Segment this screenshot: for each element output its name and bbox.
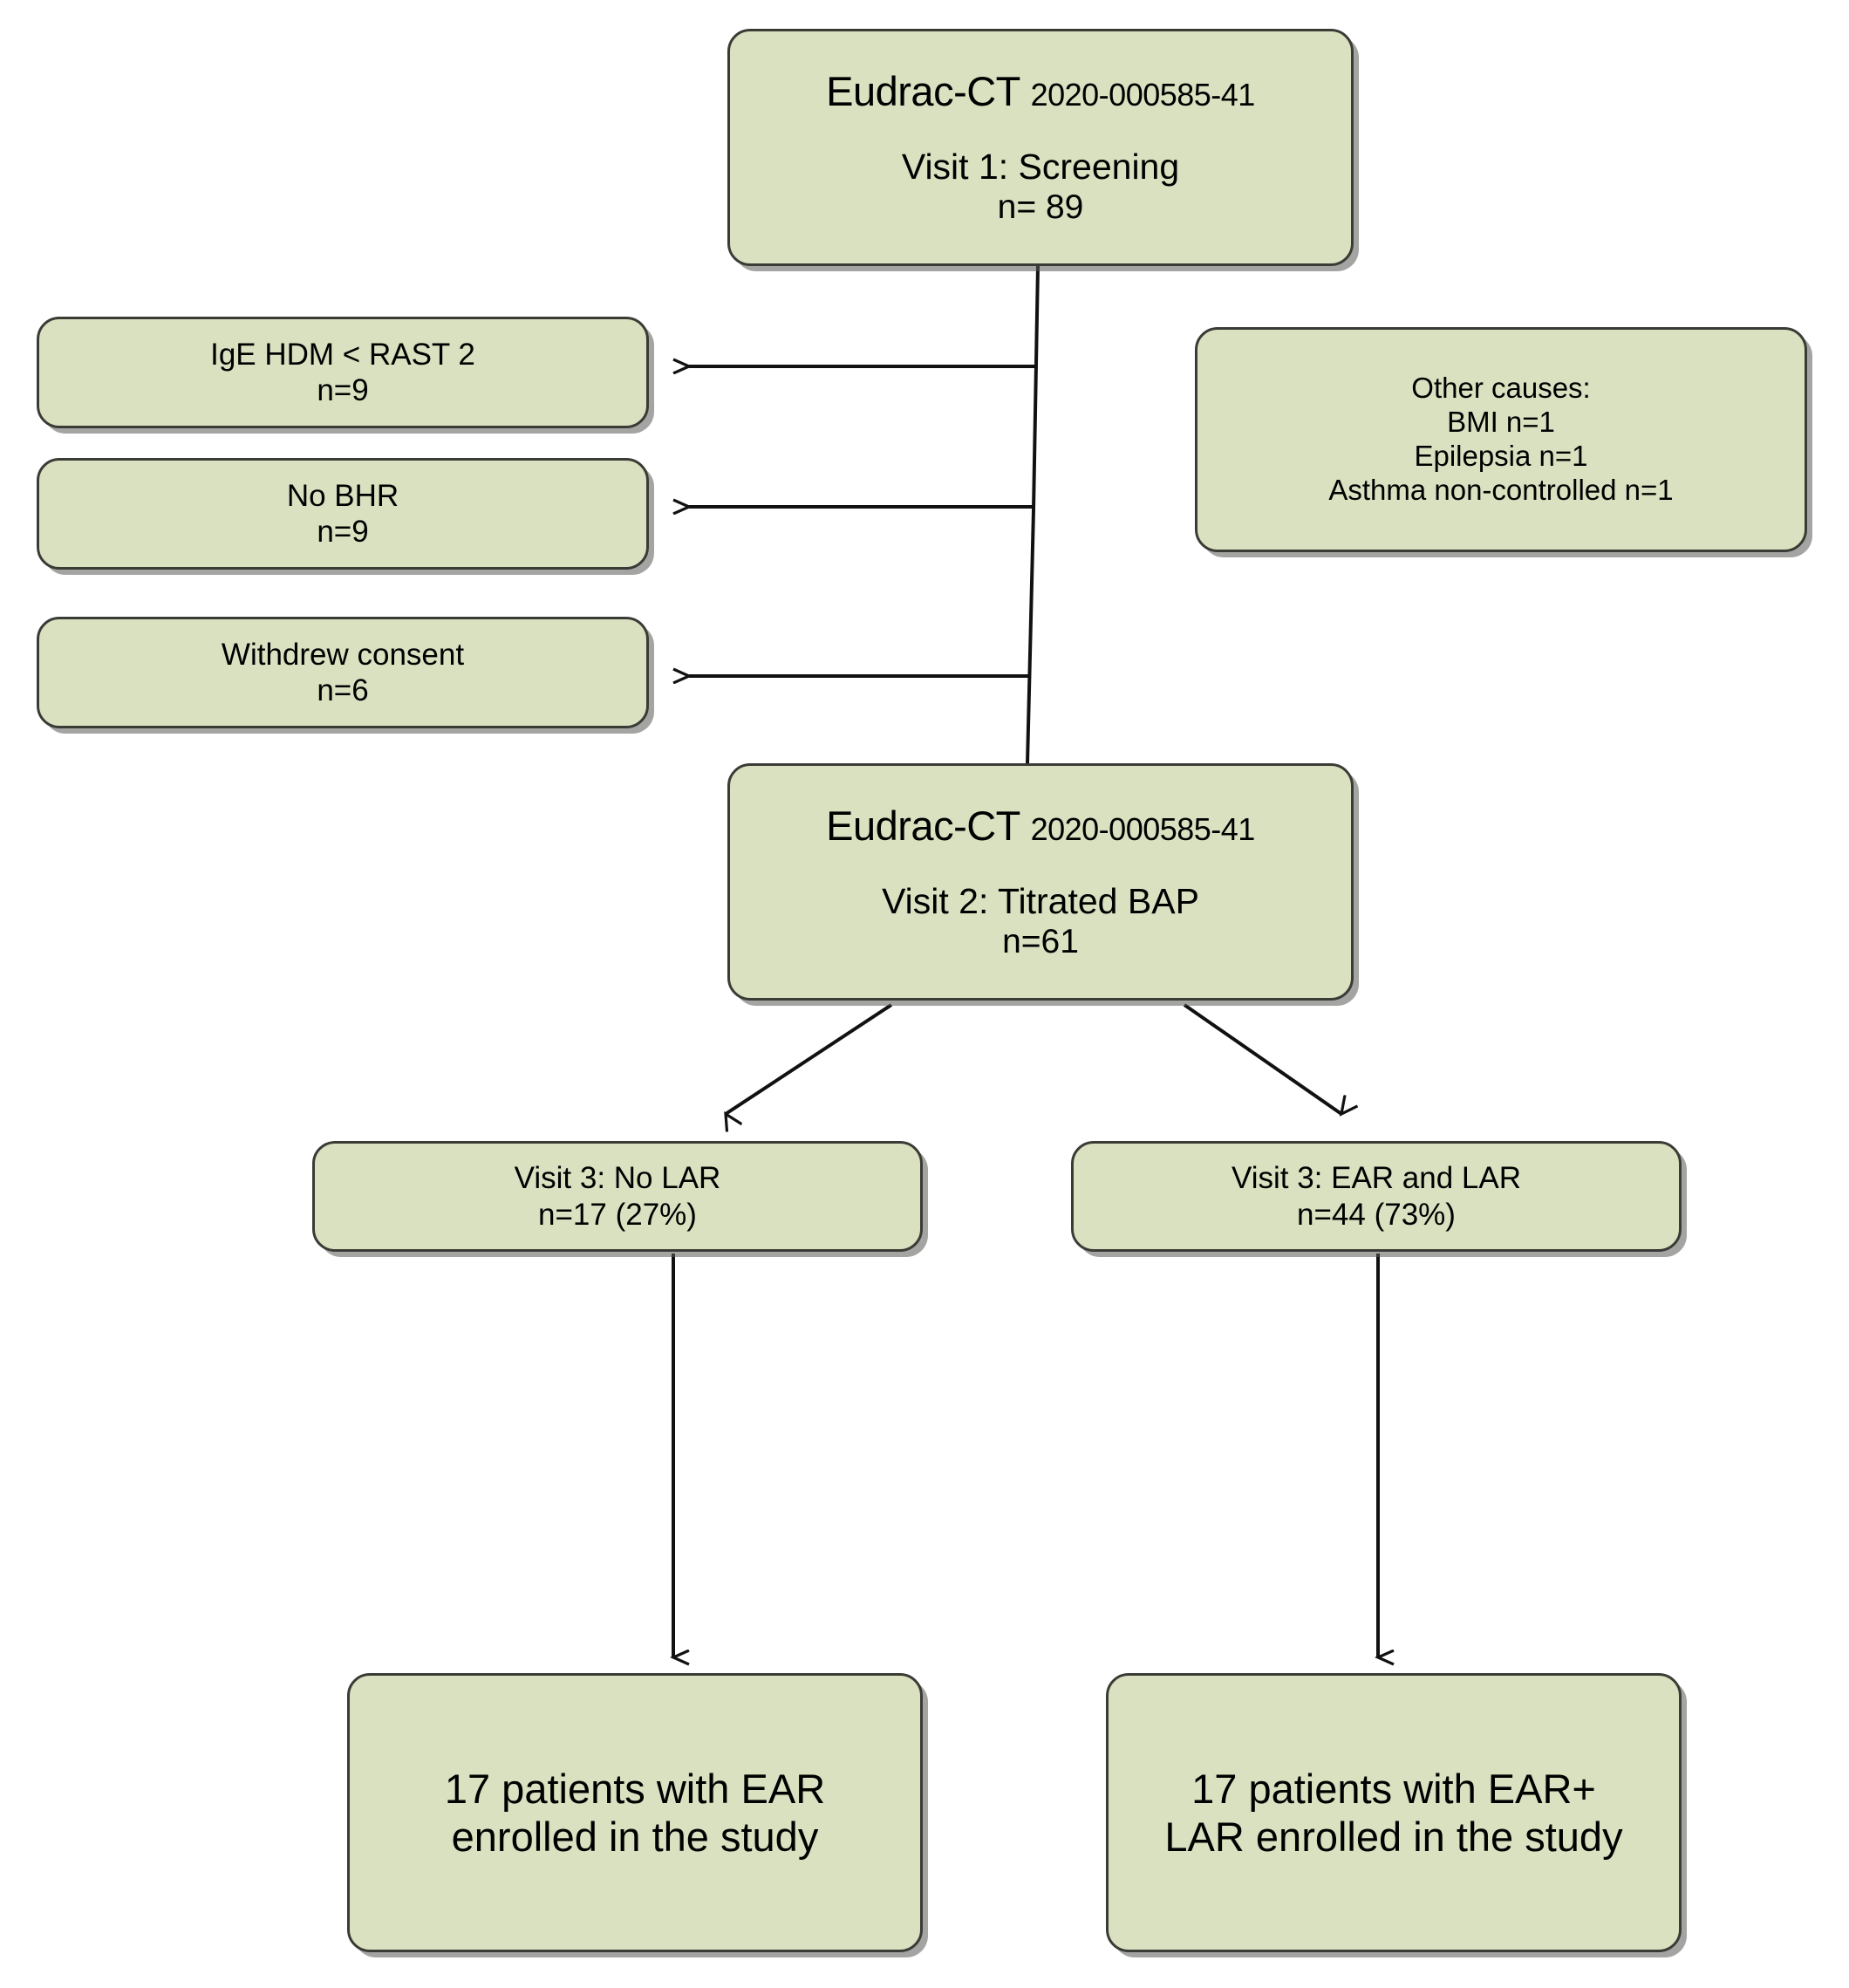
node-visit2-titrated-bap[interactable]: Eudrac-CT 2020-000585-41 Visit 2: Titrat… [727, 763, 1354, 1001]
other-causes-item-bmi: BMI n=1 [1447, 406, 1555, 439]
other-causes-item-asthma: Asthma non-controlled n=1 [1328, 473, 1674, 506]
outcome-ear-lar-line2: LAR enrolled in the study [1164, 1814, 1623, 1860]
node-visit3-ear-and-lar[interactable]: Visit 3: EAR and LAR n=44 (73%) [1071, 1141, 1682, 1252]
exclusion-ige-reason: IgE HDM < RAST 2 [210, 337, 475, 372]
exclusion-withdrew-count: n=6 [317, 673, 369, 707]
edge-visit2-to-visit3-no-lar [726, 1003, 893, 1114]
visit3-ear-lar-label: Visit 3: EAR and LAR [1231, 1161, 1522, 1196]
node-exclusion-withdrew-consent[interactable]: Withdrew consent n=6 [37, 617, 649, 728]
edge-visit1-to-visit2 [1026, 265, 1040, 764]
exclusion-nobhr-count: n=9 [317, 515, 369, 549]
node-visit3-no-lar[interactable]: Visit 3: No LAR n=17 (27%) [312, 1141, 923, 1252]
edge-visit2-to-visit3-ear-lar [1183, 1003, 1341, 1114]
node-outcome-ear-lar-enrolled[interactable]: 17 patients with EAR+ LAR enrolled in th… [1106, 1673, 1682, 1952]
visit3-no-lar-label: Visit 3: No LAR [514, 1161, 721, 1196]
visit1-count: n= 89 [997, 188, 1084, 226]
node-outcome-ear-enrolled[interactable]: 17 patients with EAR enrolled in the stu… [347, 1673, 923, 1952]
node-exclusion-no-bhr[interactable]: No BHR n=9 [37, 458, 649, 570]
exclusion-withdrew-reason: Withdrew consent [221, 637, 465, 672]
exclusion-nobhr-reason: No BHR [286, 478, 399, 513]
node-exclusion-ige-hdm[interactable]: IgE HDM < RAST 2 n=9 [37, 317, 649, 428]
outcome-ear-line2: enrolled in the study [451, 1814, 819, 1860]
visit3-ear-lar-count: n=44 (73%) [1297, 1197, 1456, 1232]
visit2-visit-label: Visit 2: Titrated BAP [882, 880, 1199, 921]
outcome-ear-lar-line1: 17 patients with EAR+ [1191, 1765, 1596, 1812]
visit2-count: n=61 [1002, 922, 1079, 960]
other-causes-heading: Other causes: [1411, 372, 1591, 405]
visit2-registry: Eudrac-CT 2020-000585-41 [826, 803, 1255, 850]
node-visit1-screening[interactable]: Eudrac-CT 2020-000585-41 Visit 1: Screen… [727, 29, 1354, 266]
outcome-ear-line1: 17 patients with EAR [444, 1765, 826, 1812]
visit1-registry: Eudrac-CT 2020-000585-41 [826, 68, 1255, 115]
other-causes-item-epilepsia: Epilepsia n=1 [1414, 440, 1588, 472]
node-other-causes[interactable]: Other causes: BMI n=1 Epilepsia n=1 Asth… [1195, 327, 1807, 552]
visit1-visit-label: Visit 1: Screening [901, 146, 1180, 187]
visit3-no-lar-count: n=17 (27%) [538, 1197, 697, 1232]
exclusion-ige-count: n=9 [317, 373, 369, 407]
